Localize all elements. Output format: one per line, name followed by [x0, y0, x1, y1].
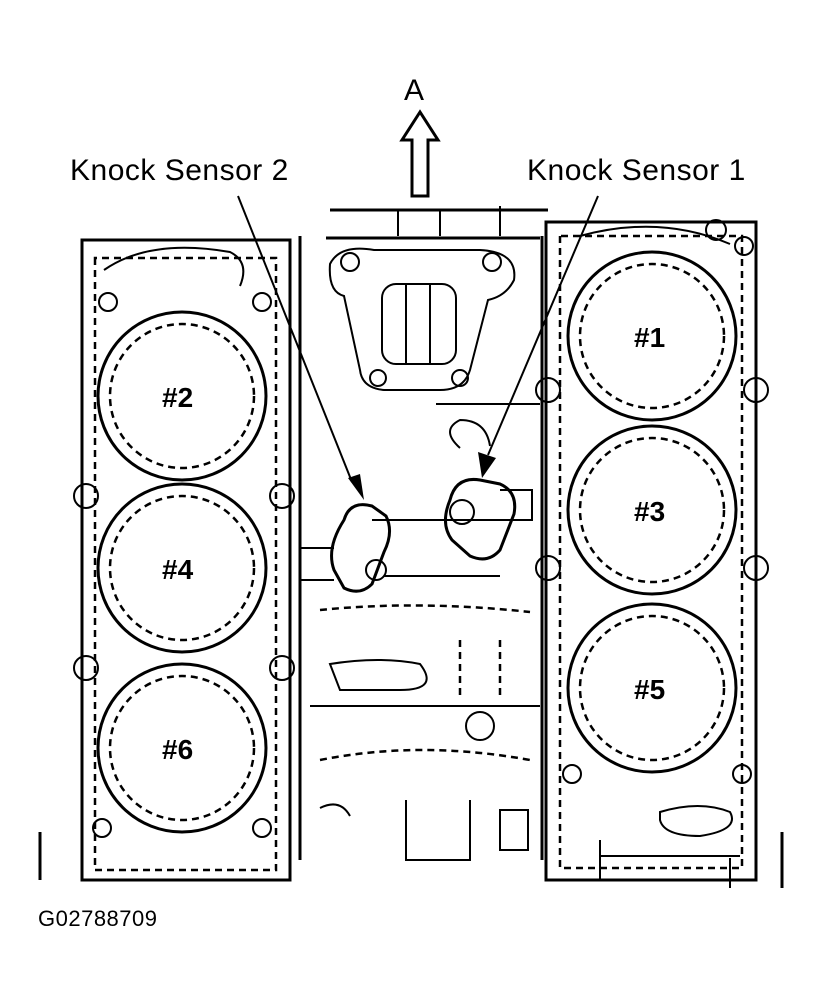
cylinder-1-label: #1 [634, 322, 665, 353]
cylinder-5-label: #5 [634, 674, 665, 705]
knock-sensor-2 [300, 503, 522, 593]
cylinder-2-label: #2 [162, 382, 193, 413]
knock-sensor-1 [444, 418, 533, 561]
knock-sensor-1-label: Knock Sensor 1 [527, 154, 746, 187]
front-direction-arrow [399, 109, 441, 198]
center-valley [298, 206, 548, 860]
block-base-lines [38, 832, 784, 888]
cylinder-6-bore [96, 662, 268, 834]
front-marker-label: A [404, 74, 425, 107]
cylinder-4-bore [96, 482, 268, 654]
cylinder-3-bore [566, 424, 738, 596]
cylinder-4-label: #4 [162, 554, 194, 585]
cylinder-5-bore [566, 602, 738, 774]
knock-sensor-2-leader [237, 195, 364, 500]
figure-id: G02788709 [38, 906, 158, 931]
cylinder-2-bore [96, 310, 268, 482]
cylinder-1-bore [566, 250, 738, 422]
knock-sensor-2-label: Knock Sensor 2 [70, 154, 289, 187]
right-bank-outline [535, 219, 769, 882]
valley-lower-details [310, 604, 540, 861]
left-bank-outline [73, 238, 295, 882]
cylinder-3-label: #3 [634, 496, 665, 527]
cylinder-6-label: #6 [162, 734, 193, 765]
